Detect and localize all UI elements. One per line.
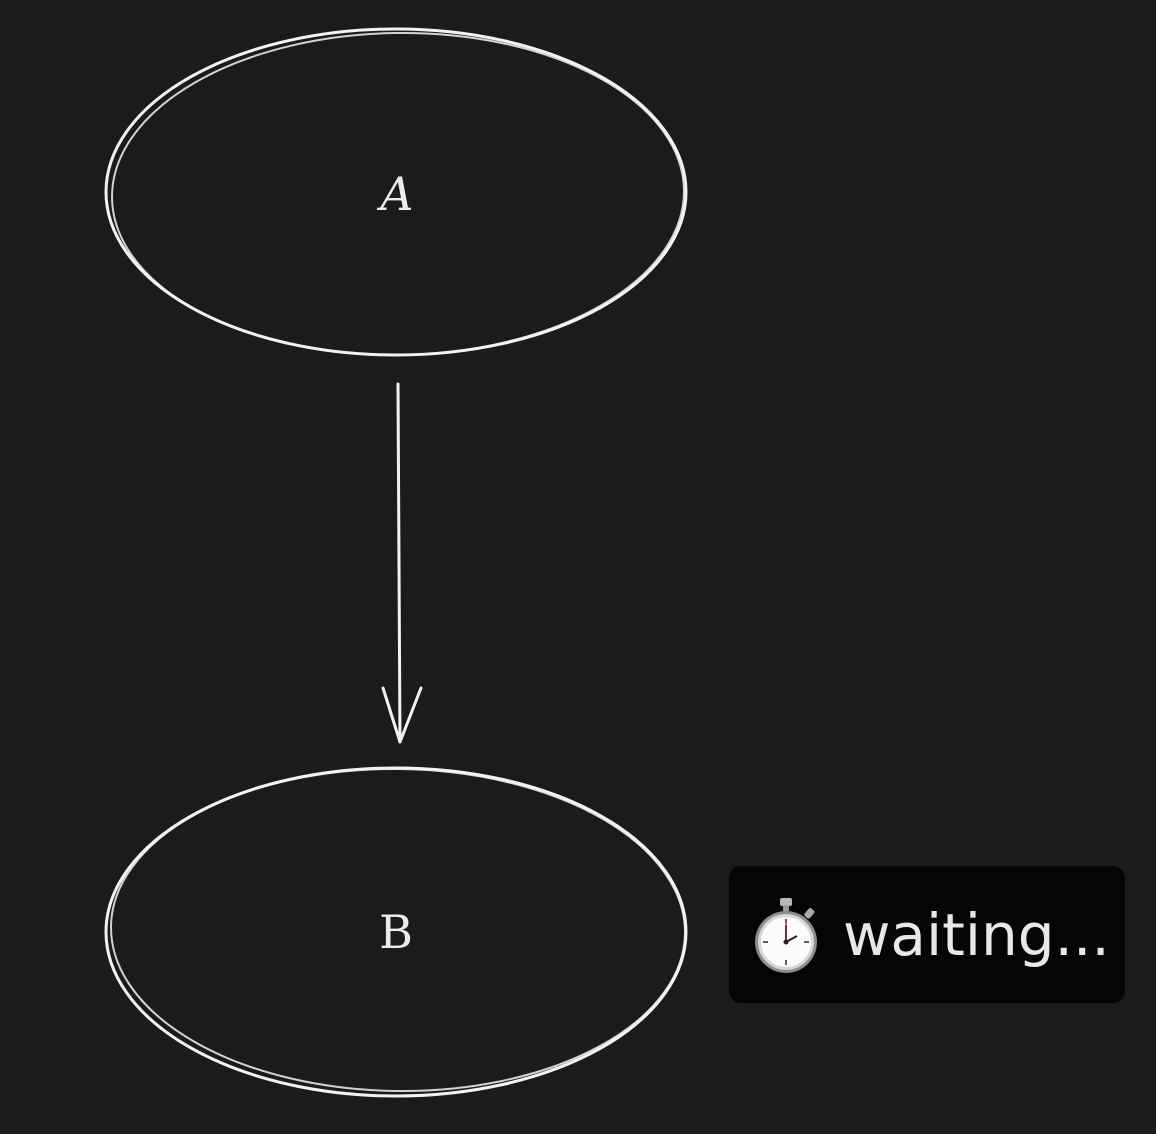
edge-a-to-b-line xyxy=(396,382,402,744)
status-text: waiting... xyxy=(843,900,1110,969)
node-a[interactable]: A xyxy=(104,27,688,359)
node-b-outline-sketch xyxy=(110,767,686,1093)
stopwatch-icon xyxy=(755,897,817,973)
node-a-outline-sketch xyxy=(111,31,685,357)
arrowhead-icon xyxy=(381,686,423,744)
node-b-label: B xyxy=(379,905,413,959)
node-b[interactable]: B xyxy=(104,766,688,1098)
edge-a-to-b xyxy=(381,382,423,744)
node-a-label: A xyxy=(376,167,413,221)
status-badge: waiting... xyxy=(729,866,1125,1003)
